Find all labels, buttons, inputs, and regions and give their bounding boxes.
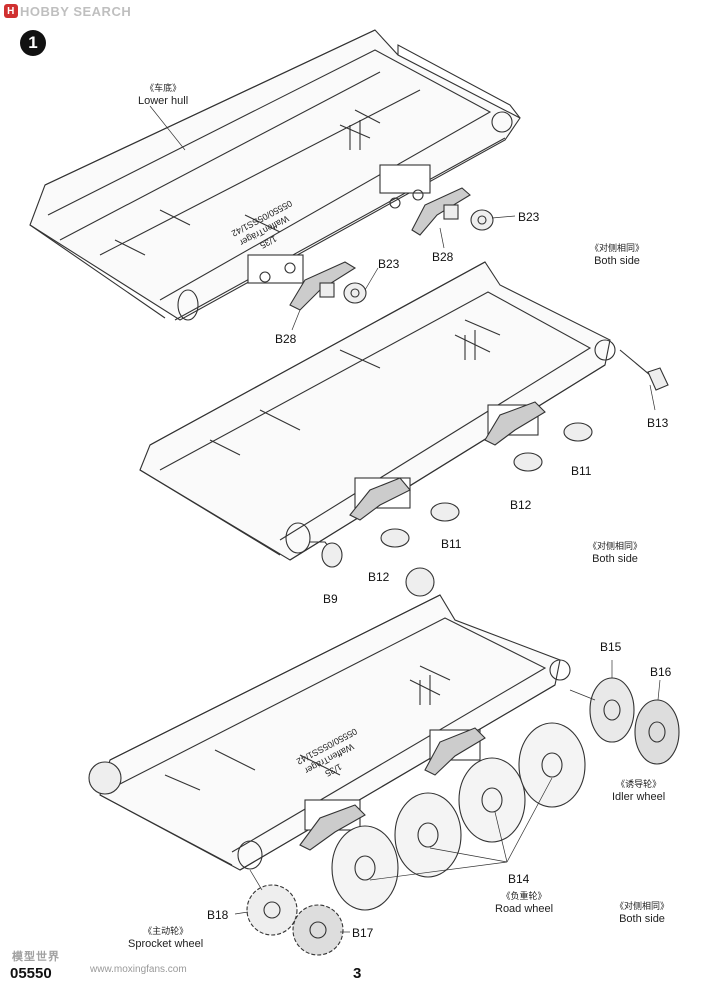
lower-hull-label: 《车底》 Lower hull: [138, 82, 188, 108]
both-side-label-3-cn: 《对侧相同》: [615, 901, 670, 911]
idler-wheel-label-cn: 《诱导轮》: [616, 779, 662, 789]
both-side-label-2-cn: 《对侧相同》: [588, 541, 643, 551]
part-b28-lower: B28: [275, 332, 297, 346]
both-side-label-2: 《对侧相同》 Both side: [588, 540, 642, 566]
page-number: 3: [353, 965, 362, 982]
part-b23-lower: B23: [378, 257, 400, 271]
lower-hull-label-en: Lower hull: [138, 95, 189, 107]
hull-drawing-3: [88, 567, 680, 956]
both-side-label-1: 《对侧相同》 Both side: [590, 242, 644, 268]
road-wheel-label-cn: 《负重轮》: [501, 891, 547, 901]
sprocket-wheel-label-en: Sprocket wheel: [128, 938, 204, 950]
hull-drawing-1: [29, 29, 521, 331]
part-b12-right: B12: [510, 498, 532, 512]
part-b9: B9: [323, 592, 338, 606]
both-side-label-1-cn: 《对侧相同》: [590, 243, 645, 253]
hobby-search-watermark: H HOBBY SEARCH: [4, 2, 131, 20]
road-wheel-label: 《负重轮》 Road wheel: [495, 890, 553, 916]
both-side-label-1-en: Both side: [594, 255, 640, 267]
idler-wheel-label: 《诱导轮》 Idler wheel: [612, 778, 665, 804]
part-b12-left: B12: [368, 570, 390, 584]
part-b17: B17: [352, 926, 374, 940]
both-side-label-3: 《对侧相同》 Both side: [615, 900, 669, 926]
both-side-label-3-en: Both side: [619, 913, 665, 925]
hobby-search-text: HOBBY SEARCH: [20, 3, 132, 19]
part-b15: B15: [600, 640, 622, 654]
part-b28-upper: B28: [432, 250, 454, 264]
kit-code: 05550: [10, 965, 52, 982]
both-side-label-2-en: Both side: [592, 553, 638, 565]
step-number-badge: 1: [20, 30, 46, 56]
part-b11-left: B11: [441, 537, 462, 551]
part-b11-right: B11: [571, 464, 592, 478]
part-b23-upper: B23: [518, 210, 540, 224]
site-url-watermark: www.moxingfans.com: [90, 964, 187, 975]
sprocket-wheel-label-cn: 《主动轮》: [143, 926, 189, 936]
lower-hull-label-cn: 《车底》: [145, 83, 182, 93]
idler-wheel-label-en: Idler wheel: [612, 791, 666, 803]
part-b16: B16: [650, 665, 672, 679]
sprocket-wheel-label: 《主动轮》 Sprocket wheel: [128, 925, 203, 951]
part-b13: B13: [647, 416, 669, 430]
part-b14: B14: [508, 872, 530, 886]
site-watermark: 模型世界: [12, 951, 60, 963]
road-wheel-label-en: Road wheel: [495, 903, 554, 915]
hobby-search-logo-icon: H: [4, 4, 18, 18]
part-b18: B18: [207, 908, 229, 922]
hull-drawing-2: [139, 261, 669, 568]
